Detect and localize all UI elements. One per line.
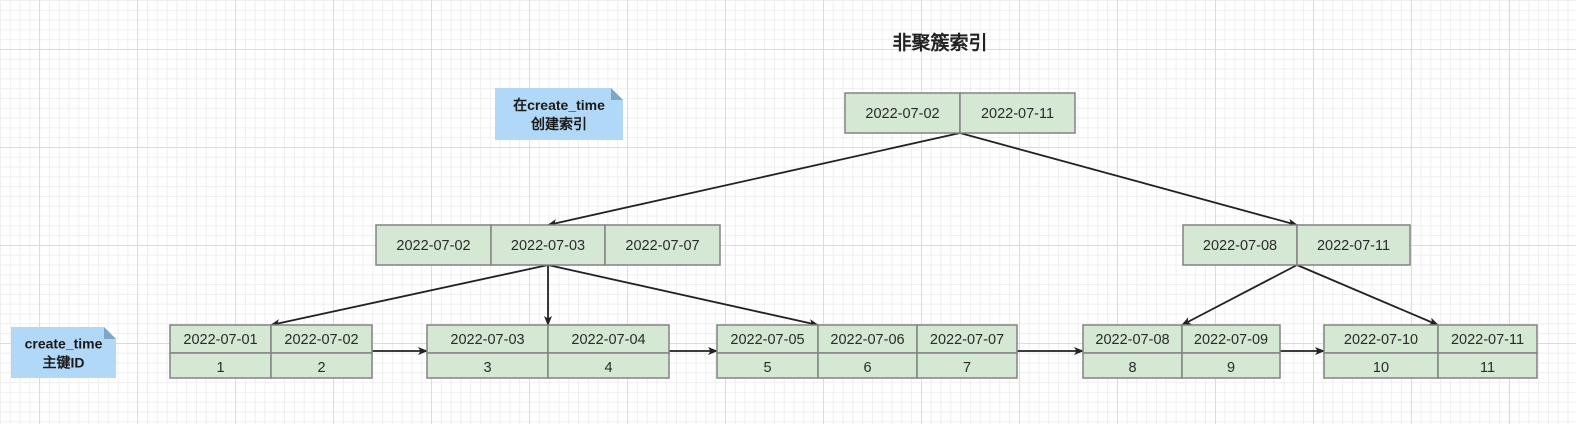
leaf-id-text: 1 (216, 360, 224, 376)
leaf-key-text: 2022-07-10 (1344, 332, 1418, 348)
note-text: create_time (25, 336, 103, 352)
leaf-id-text: 8 (1128, 360, 1136, 376)
leaf-id-text: 7 (963, 360, 971, 376)
leaf-id-cell (270, 352, 373, 379)
leaf-key-cell (169, 324, 272, 354)
annotation-note: create_time 主键ID (11, 327, 116, 378)
note-fold-icon (104, 327, 116, 339)
leaf-key-text: 2022-07-08 (1095, 332, 1169, 348)
leaf-key-cell (270, 324, 373, 354)
leaf-id-cell (426, 352, 549, 379)
leaf-key-text: 2022-07-11 (1451, 332, 1524, 348)
leaf-id-cell (817, 352, 918, 379)
key-cell (1182, 224, 1298, 266)
leaf-key-text: 2022-07-01 (183, 332, 257, 348)
note-text: 创建索引 (530, 116, 587, 132)
note-fold-icon (611, 88, 623, 100)
key-text: 2022-07-02 (865, 106, 939, 122)
leaf-node: 2022-07-10 10 2022-07-11 11 (1323, 324, 1538, 379)
key-text: 2022-07-07 (625, 238, 699, 254)
key-text: 2022-07-11 (1317, 238, 1390, 254)
leaf-key-cell (1323, 324, 1439, 354)
tree-edge-arrow (1296, 264, 1439, 326)
key-cell (844, 92, 961, 134)
tree-edge-arrow (547, 264, 819, 327)
root-node: 2022-07-02 2022-07-11 (844, 92, 1076, 134)
leaf-node: 2022-07-08 8 2022-07-09 9 (1082, 324, 1281, 379)
annotation-note: 在create_time 创建索引 (495, 88, 623, 140)
note-text: 主键ID (43, 355, 85, 371)
leaf-id-cell (547, 352, 670, 379)
leaf-id-text: 3 (483, 360, 491, 376)
tree-edge-arrow (270, 264, 549, 328)
leaf-id-text: 11 (1480, 360, 1495, 376)
key-text: 2022-07-02 (396, 238, 470, 254)
key-cell (604, 224, 721, 266)
leaf-id-text: 2 (317, 360, 325, 376)
note-text: 在create_time (513, 97, 605, 113)
tree-edge-arrow (547, 132, 961, 227)
leaf-key-cell (547, 324, 670, 354)
leaf-key-text: 2022-07-07 (930, 332, 1004, 348)
leaf-key-cell (916, 324, 1018, 354)
leaf-key-text: 2022-07-09 (1194, 332, 1268, 348)
leaf-id-text: 5 (763, 360, 771, 376)
leaf-id-text: 6 (863, 360, 871, 376)
key-text: 2022-07-03 (511, 238, 585, 254)
leaf-key-text: 2022-07-05 (730, 332, 804, 348)
leaf-id-text: 10 (1373, 360, 1389, 376)
leaf-key-cell (817, 324, 918, 354)
leaf-key-text: 2022-07-06 (830, 332, 904, 348)
leaf-id-cell (1323, 352, 1439, 379)
tree-edge-arrow (1181, 264, 1298, 326)
tree-edge-arrow (959, 132, 1298, 227)
leaf-node: 2022-07-03 3 2022-07-04 4 (426, 324, 670, 379)
leaf-node: 2022-07-01 1 2022-07-02 2 (169, 324, 373, 379)
key-cell (1296, 224, 1411, 266)
leaf-id-cell (1437, 352, 1538, 379)
leaf-key-text: 2022-07-02 (284, 332, 358, 348)
leaf-key-text: 2022-07-03 (450, 332, 524, 348)
diagram-title: 非聚簇索引 (892, 31, 987, 54)
key-text: 2022-07-08 (1203, 238, 1277, 254)
internal-node: 2022-07-08 2022-07-11 (1182, 224, 1411, 266)
leaf-node: 2022-07-05 5 2022-07-06 6 2022-07-07 7 (716, 324, 1018, 379)
leaf-id-text: 9 (1227, 360, 1235, 376)
key-cell (959, 92, 1076, 134)
leaf-key-text: 2022-07-04 (571, 332, 645, 348)
leaf-id-cell (716, 352, 819, 379)
leaf-id-cell (169, 352, 272, 379)
leaf-id-cell (916, 352, 1018, 379)
key-text: 2022-07-11 (981, 106, 1054, 122)
leaf-id-cell (1181, 352, 1281, 379)
internal-node: 2022-07-02 2022-07-03 2022-07-07 (375, 224, 721, 266)
leaf-id-text: 4 (604, 360, 612, 376)
leaf-id-cell (1082, 352, 1183, 379)
